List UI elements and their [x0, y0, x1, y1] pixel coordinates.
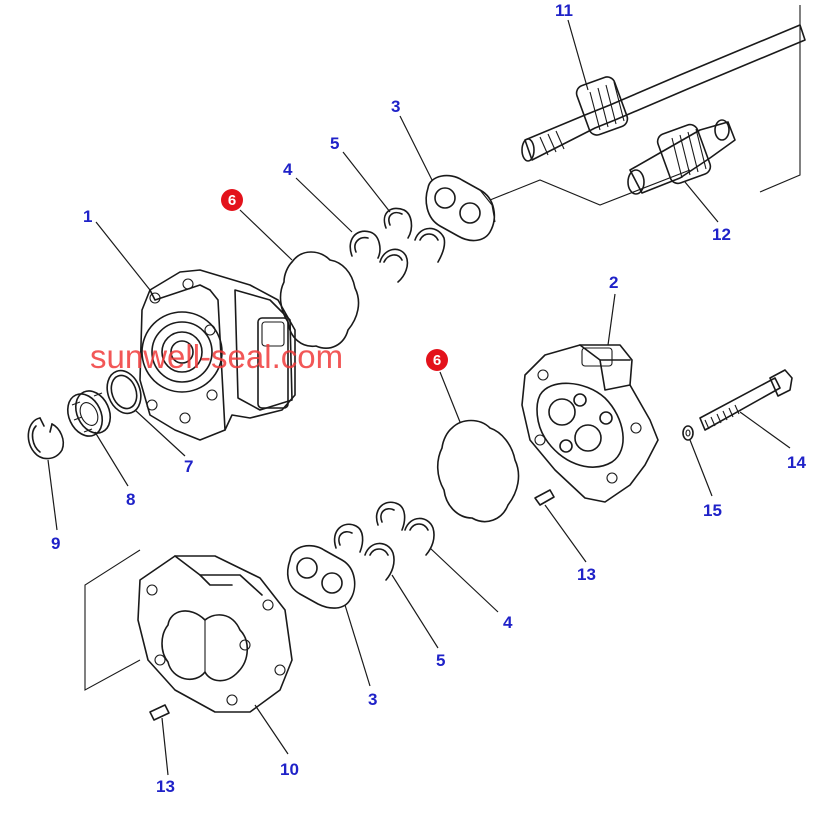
seal-ring-lower [375, 501, 435, 556]
snap-ring [27, 417, 65, 460]
callout-3: 3 [391, 97, 400, 116]
callout-8: 8 [126, 490, 135, 509]
bearing [66, 390, 112, 437]
assembly-guide-lines [84, 5, 801, 691]
rear-cover [521, 344, 659, 503]
callout-11: 11 [555, 1, 573, 20]
callout-5: 5 [436, 651, 445, 670]
callout-10: 10 [280, 760, 299, 779]
callout-6: 6 [228, 192, 236, 209]
seal-ring-upper [349, 230, 409, 283]
front-cover [139, 269, 296, 441]
bushing-plate-upper [425, 174, 496, 242]
gasket-upper [279, 251, 360, 349]
watermark-text: sunwell-seal.com [90, 338, 343, 375]
washer [682, 425, 694, 441]
callout-13: 13 [577, 565, 596, 584]
gear-housing [137, 555, 293, 713]
bolt [699, 369, 793, 431]
callout-3: 3 [368, 690, 377, 709]
callout-5: 5 [330, 134, 339, 153]
callout-4: 4 [503, 613, 513, 632]
callout-6: 6 [433, 352, 441, 369]
driven-gear-shaft [627, 119, 736, 195]
callout-13: 13 [156, 777, 175, 796]
callout-15: 15 [703, 501, 722, 520]
backup-ring-lower [333, 523, 395, 581]
callout-12: 12 [712, 225, 731, 244]
dowel-pin-right [534, 489, 555, 506]
gasket-lower [436, 419, 520, 523]
callout-9: 9 [51, 534, 60, 553]
o-ring [106, 369, 142, 415]
highlight-badge-6-lower: 6 [426, 349, 448, 371]
dowel-pin-lower [149, 704, 170, 721]
bushing-plate-lower [286, 544, 356, 609]
callout-7: 7 [184, 457, 193, 476]
drive-shaft [521, 24, 806, 162]
callout-1: 1 [83, 207, 92, 226]
callout-2: 2 [609, 273, 618, 292]
backup-ring-upper [383, 207, 446, 263]
highlight-badge-6-upper: 6 [221, 189, 243, 211]
callouts: 1 2 3 3 4 4 5 5 7 8 9 10 11 12 13 13 14 … [51, 1, 806, 796]
leader-lines [47, 19, 791, 776]
callout-4: 4 [283, 160, 293, 179]
callout-14: 14 [787, 453, 806, 472]
